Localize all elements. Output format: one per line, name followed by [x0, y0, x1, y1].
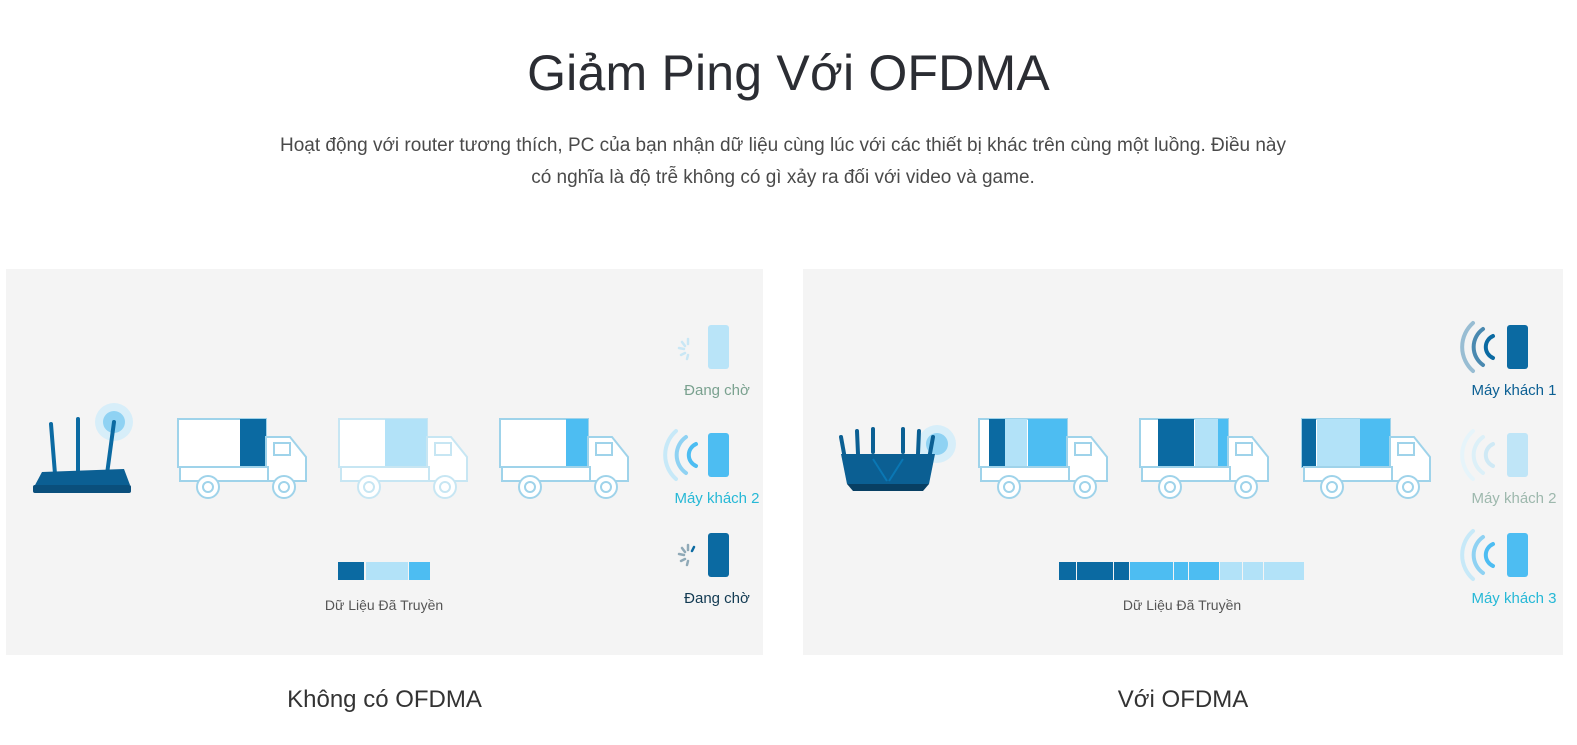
- client-label: Đang chờ: [684, 590, 750, 607]
- client-label: Máy khách 2: [674, 490, 759, 507]
- phone-icon: [1507, 533, 1528, 577]
- client-label: Máy khách 3: [1471, 590, 1556, 607]
- loading-spinner-icon: [677, 543, 696, 567]
- page-description: Hoạt động với router tương thích, PC của…: [258, 130, 1308, 194]
- client-1: [1460, 321, 1528, 373]
- client-label: Máy khách 2: [1471, 490, 1556, 507]
- with-ofdma-caption: Với OFDMA: [1117, 686, 1249, 713]
- phone-icon: [1507, 433, 1528, 477]
- without-ofdma-caption: Không có OFDMA: [287, 686, 482, 713]
- client-label: Máy khách 1: [1471, 382, 1556, 399]
- phone-icon: [708, 433, 729, 477]
- data-transmitted-bar: [1059, 562, 1304, 580]
- wifi-signal-icon: [1460, 429, 1495, 481]
- client-active: [663, 429, 729, 481]
- without-ofdma-panel: Đang chờ Máy khách 2 Đang chờ: [6, 269, 763, 655]
- client-3: [1460, 529, 1528, 581]
- wifi-signal-icon: [1460, 529, 1495, 581]
- description-line-1: Hoạt động với router tương thích, PC của…: [280, 135, 1286, 156]
- client-2: [1460, 429, 1528, 481]
- loading-spinner-icon: [677, 337, 690, 361]
- truck-1: [177, 418, 307, 499]
- page-title: Giảm Ping Với OFDMA: [527, 45, 1050, 101]
- truck-3: [1301, 418, 1431, 499]
- data-transmitted-label: Dữ Liệu Đã Truyền: [1123, 597, 1241, 613]
- truck-2: [338, 418, 468, 499]
- client-waiting-light: [677, 325, 729, 369]
- client-waiting-dark: [677, 533, 729, 577]
- router-icon: [839, 425, 956, 491]
- data-transmitted-label: Dữ Liệu Đã Truyền: [325, 597, 443, 613]
- wifi-signal-icon: [1460, 321, 1495, 373]
- without-ofdma-diagram: Đang chờ Máy khách 2 Đang chờ: [33, 325, 760, 613]
- truck-3: [499, 418, 629, 499]
- phone-icon: [708, 533, 729, 577]
- router-icon: [33, 403, 133, 493]
- truck-1: [978, 418, 1108, 499]
- with-ofdma-diagram: Máy khách 1 Máy khách 2 Máy khách 3: [839, 321, 1557, 613]
- phone-icon: [1507, 325, 1528, 369]
- truck-2: [1139, 418, 1269, 499]
- client-label: Đang chờ: [684, 382, 750, 399]
- wifi-signal-icon: [663, 429, 698, 481]
- with-ofdma-panel: Máy khách 1 Máy khách 2 Máy khách 3: [803, 269, 1563, 655]
- description-line-2: có nghĩa là độ trễ không có gì xảy ra đố…: [531, 167, 1035, 188]
- data-transmitted-bar: [338, 562, 430, 580]
- phone-icon: [708, 325, 729, 369]
